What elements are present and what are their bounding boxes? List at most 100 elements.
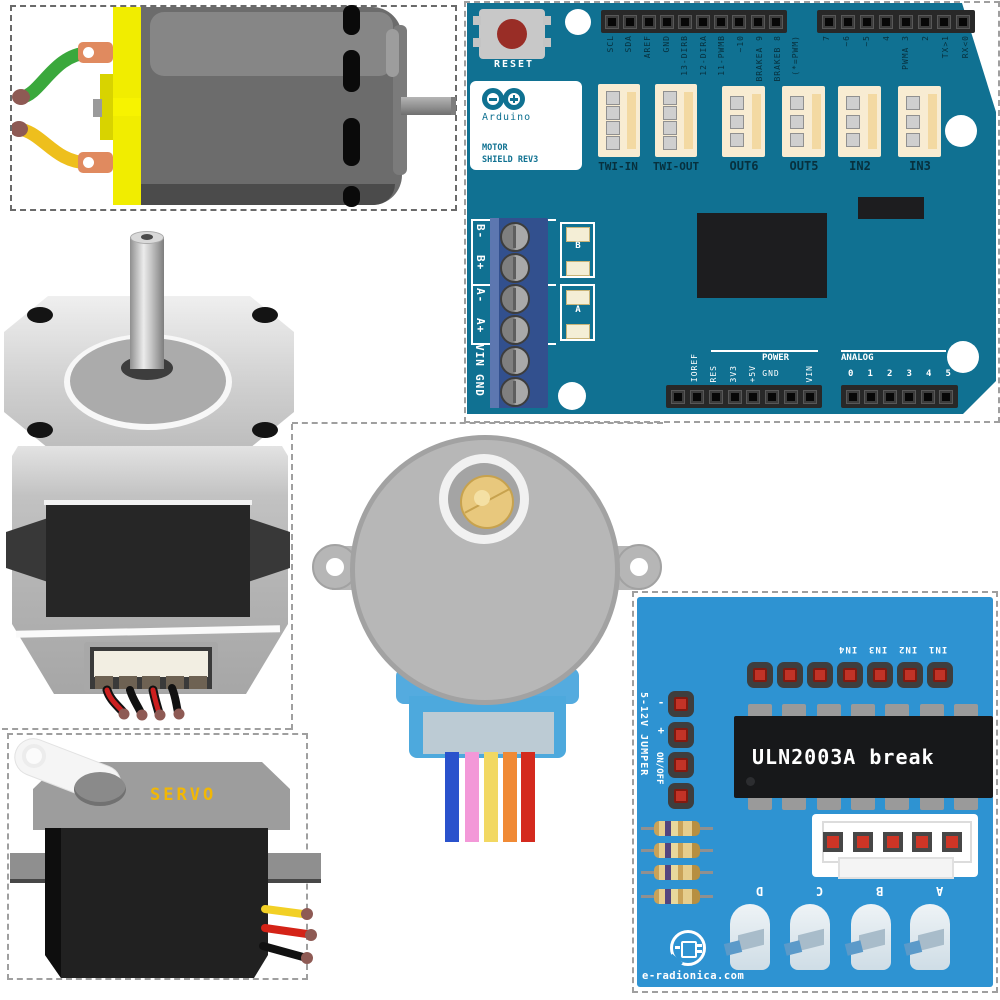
power-header[interactable] [666,385,822,408]
out5-connector[interactable] [782,86,825,157]
led-a-label: A [575,305,581,315]
pin-label: 4 [881,35,891,41]
uln-power-pin [668,691,694,717]
power-pin-label: RES [709,364,719,382]
terminal-hole [83,157,94,168]
chip-leg [885,796,910,810]
in-pin-label: IN1 [928,644,948,654]
motor-shaft-tip [451,97,456,115]
in3-connector[interactable] [898,86,941,157]
out6-connector[interactable] [722,86,765,157]
power-pin-label: +5V [747,364,757,382]
plug-contact [675,946,680,949]
header-pin [696,14,711,29]
led-lead-tab [723,940,743,956]
led-a-box [560,284,595,341]
screw-terminal-block[interactable] [490,218,548,408]
led [566,324,590,339]
motor-nub [93,99,102,117]
chip-leg [850,796,875,810]
header-pin [727,389,742,404]
stepper-shaft [130,237,164,369]
plus-icon [512,95,516,104]
chip-leg [816,704,841,718]
motor-mount-tab [100,74,114,140]
board-hole [565,9,591,35]
uln-power-header[interactable] [668,691,694,809]
uln-led [723,904,770,970]
pin-label: 11-PWMB [717,35,727,76]
plug-prong [695,944,702,947]
byj48-stepper-part[interactable] [292,422,672,842]
uln2003-part[interactable] [632,591,998,993]
motor-vent-slot [343,50,360,92]
analog-pin-label: 1 [867,369,873,379]
shaft-dot [474,490,490,506]
byj-wire-blue [445,752,459,842]
led [566,290,590,305]
uln-output-connector[interactable] [812,814,978,879]
connector-pin [663,136,677,150]
connector-pin [790,96,804,111]
byj-wire-orange [503,752,517,842]
connector-notch [838,857,954,879]
twi-out-connector[interactable] [655,84,697,157]
connector-stripe [627,92,636,149]
connector-pin [790,114,804,129]
stepper-motor-part[interactable] [0,228,295,733]
in2-connector[interactable] [838,86,881,157]
twi-in-label: TWI-IN [598,160,638,173]
connector-pin [846,132,860,147]
header-pin [841,14,856,29]
analog-header[interactable] [841,385,958,408]
terminal-hole [83,47,94,58]
small-ic-chip [858,197,924,219]
mount-hole [252,307,278,323]
byj-connector-face [423,712,554,754]
right-ear-hole [630,558,648,576]
uln-led [903,904,950,970]
chip-legs-bottom [748,796,978,810]
byj-wire-red [521,752,535,842]
uln-header-pin [897,662,923,688]
connector-stripe [812,94,821,149]
chip-leg [953,796,978,810]
digital-header-left[interactable] [601,10,787,33]
analog-pin-label: 2 [887,369,893,379]
power-divider [711,350,818,352]
chip-leg [782,796,807,810]
uln-power-pin [668,752,694,779]
header-pin [689,389,704,404]
product-name-line1: MOTOR [482,143,508,153]
pin-label: SCL [605,35,615,53]
digital-header-right[interactable] [817,10,975,33]
motor-shield-part[interactable] [464,1,1000,423]
led-die [738,928,764,952]
chip-leg [816,796,841,810]
connector-pin [730,114,744,129]
twi-in-connector[interactable] [598,84,640,157]
selection-border [2,728,291,730]
arduino-brand: Arduino [482,112,532,123]
header-pin [917,14,932,29]
header-pin [623,14,638,29]
reset-tab [473,16,481,25]
brand-url: e-radionica.com [642,970,745,982]
shaft-bore [141,234,153,240]
pin-label: 2 [921,35,931,41]
uln-in-header[interactable] [747,662,953,688]
motor-end-highlight [386,29,399,77]
dc-motor-part[interactable] [10,5,457,211]
servo-part[interactable] [7,733,308,980]
twi-out-label: TWI-OUT [652,160,700,173]
reset-button-cap[interactable] [497,19,527,49]
uln-header-pin [777,662,803,688]
header-pin [845,389,860,404]
arduino-infinity-icon [503,88,525,110]
led [566,227,590,242]
power-title: POWER [762,353,790,363]
analog-pin-label: 0 [848,369,854,379]
motor-vent-slot [343,5,360,35]
